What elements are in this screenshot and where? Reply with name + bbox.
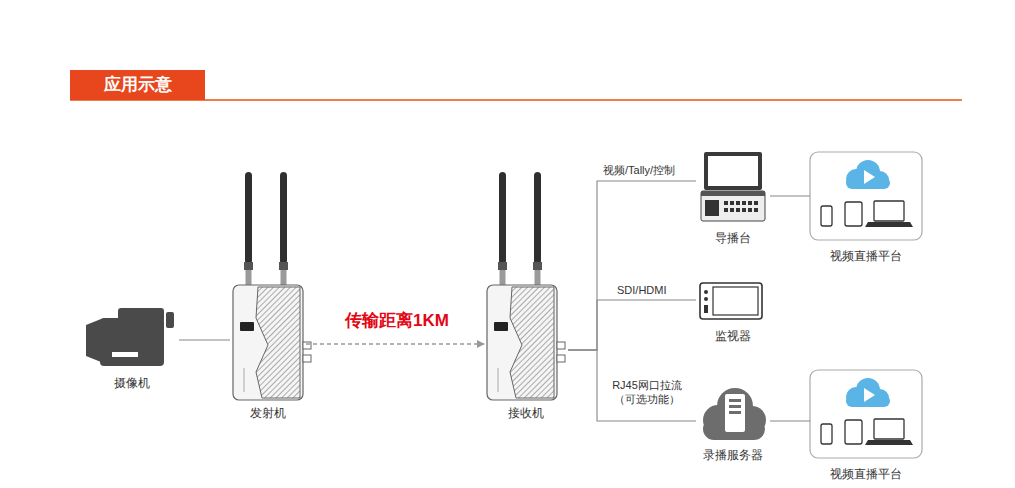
node-label: 导播台 xyxy=(715,231,751,246)
switcher-button xyxy=(742,201,746,205)
connector xyxy=(306,343,484,345)
switcher-button xyxy=(748,208,752,212)
title-banner: 应用示意 xyxy=(70,70,205,100)
server-slot xyxy=(729,411,741,414)
camera-body xyxy=(100,318,164,366)
connector xyxy=(568,300,696,350)
switcher-monitor xyxy=(704,152,762,190)
monitor-knob xyxy=(704,297,708,301)
switcher-button xyxy=(730,208,734,212)
switcher-button xyxy=(742,208,746,212)
camera-detail xyxy=(112,352,138,357)
receiver-drawing xyxy=(487,172,565,400)
device-node: 导播台 xyxy=(696,150,770,246)
connector xyxy=(770,195,810,196)
node-label: 摄像机 xyxy=(114,376,150,391)
transmitter-drawing xyxy=(233,172,311,400)
distance-label: 传输距离1KM xyxy=(320,310,474,332)
connector xyxy=(568,181,696,350)
node-label: 接收机 xyxy=(508,406,544,421)
switcher-button xyxy=(754,201,758,205)
device-node: 发射机 xyxy=(230,170,306,421)
device-node: 摄像机 xyxy=(85,305,179,391)
device-node: 接收机 xyxy=(484,170,568,421)
switcher-button xyxy=(730,201,734,205)
switcher-icon xyxy=(701,152,765,221)
camera-mic xyxy=(166,312,174,328)
camera-icon xyxy=(86,308,174,366)
device-node: 视频直播平台 xyxy=(810,152,922,264)
edge-label-box: RJ45网口拉流 （可选功能） xyxy=(603,378,691,406)
switcher-console xyxy=(701,191,765,221)
connector xyxy=(770,420,810,421)
signal-label: 视频/Tally/控制 xyxy=(603,163,703,177)
monitor-screen xyxy=(713,287,758,315)
connector xyxy=(179,339,230,340)
signal-label: RJ45网口拉流 （可选功能） xyxy=(603,378,691,406)
node-label: 录播服务器 xyxy=(703,448,763,463)
server-box xyxy=(725,394,745,432)
switcher-screen xyxy=(708,156,758,186)
switcher-button xyxy=(748,201,752,205)
monitor-switch xyxy=(704,305,708,313)
switcher-button xyxy=(736,208,740,212)
node-label: 监视器 xyxy=(715,329,751,344)
monitor-icon xyxy=(700,283,762,319)
signal-label: SDI/HDMI xyxy=(617,283,697,297)
camera-lens xyxy=(86,319,101,362)
device-node: 录播服务器 xyxy=(696,383,770,463)
switcher-button xyxy=(724,208,728,212)
camera-handle xyxy=(118,308,164,322)
switcher-strip xyxy=(701,191,765,196)
node-label: 发射机 xyxy=(250,406,286,421)
edge-label-box: SDI/HDMI xyxy=(617,283,697,297)
platform-bottom-drawing xyxy=(810,370,922,458)
monitor-knob xyxy=(704,290,708,294)
switcher-fader xyxy=(705,200,719,216)
edge-label-box: 传输距离1KM xyxy=(320,310,474,332)
node-label: 视频直播平台 xyxy=(830,467,902,482)
switcher-button xyxy=(736,201,740,205)
device-node: 监视器 xyxy=(696,280,770,344)
edge-label-box: 视频/Tally/控制 xyxy=(603,163,703,177)
node-label: 视频直播平台 xyxy=(830,249,902,264)
monitor-frame xyxy=(700,283,762,319)
connector xyxy=(568,350,696,421)
device-node: 视频直播平台 xyxy=(810,370,922,482)
platform-top-drawing xyxy=(810,152,922,240)
server-slot xyxy=(729,399,741,402)
server-slot xyxy=(729,405,741,408)
server-icon xyxy=(703,388,766,440)
switcher-button xyxy=(724,201,728,205)
switcher-button xyxy=(754,208,758,212)
title-text: 应用示意 xyxy=(104,75,172,94)
